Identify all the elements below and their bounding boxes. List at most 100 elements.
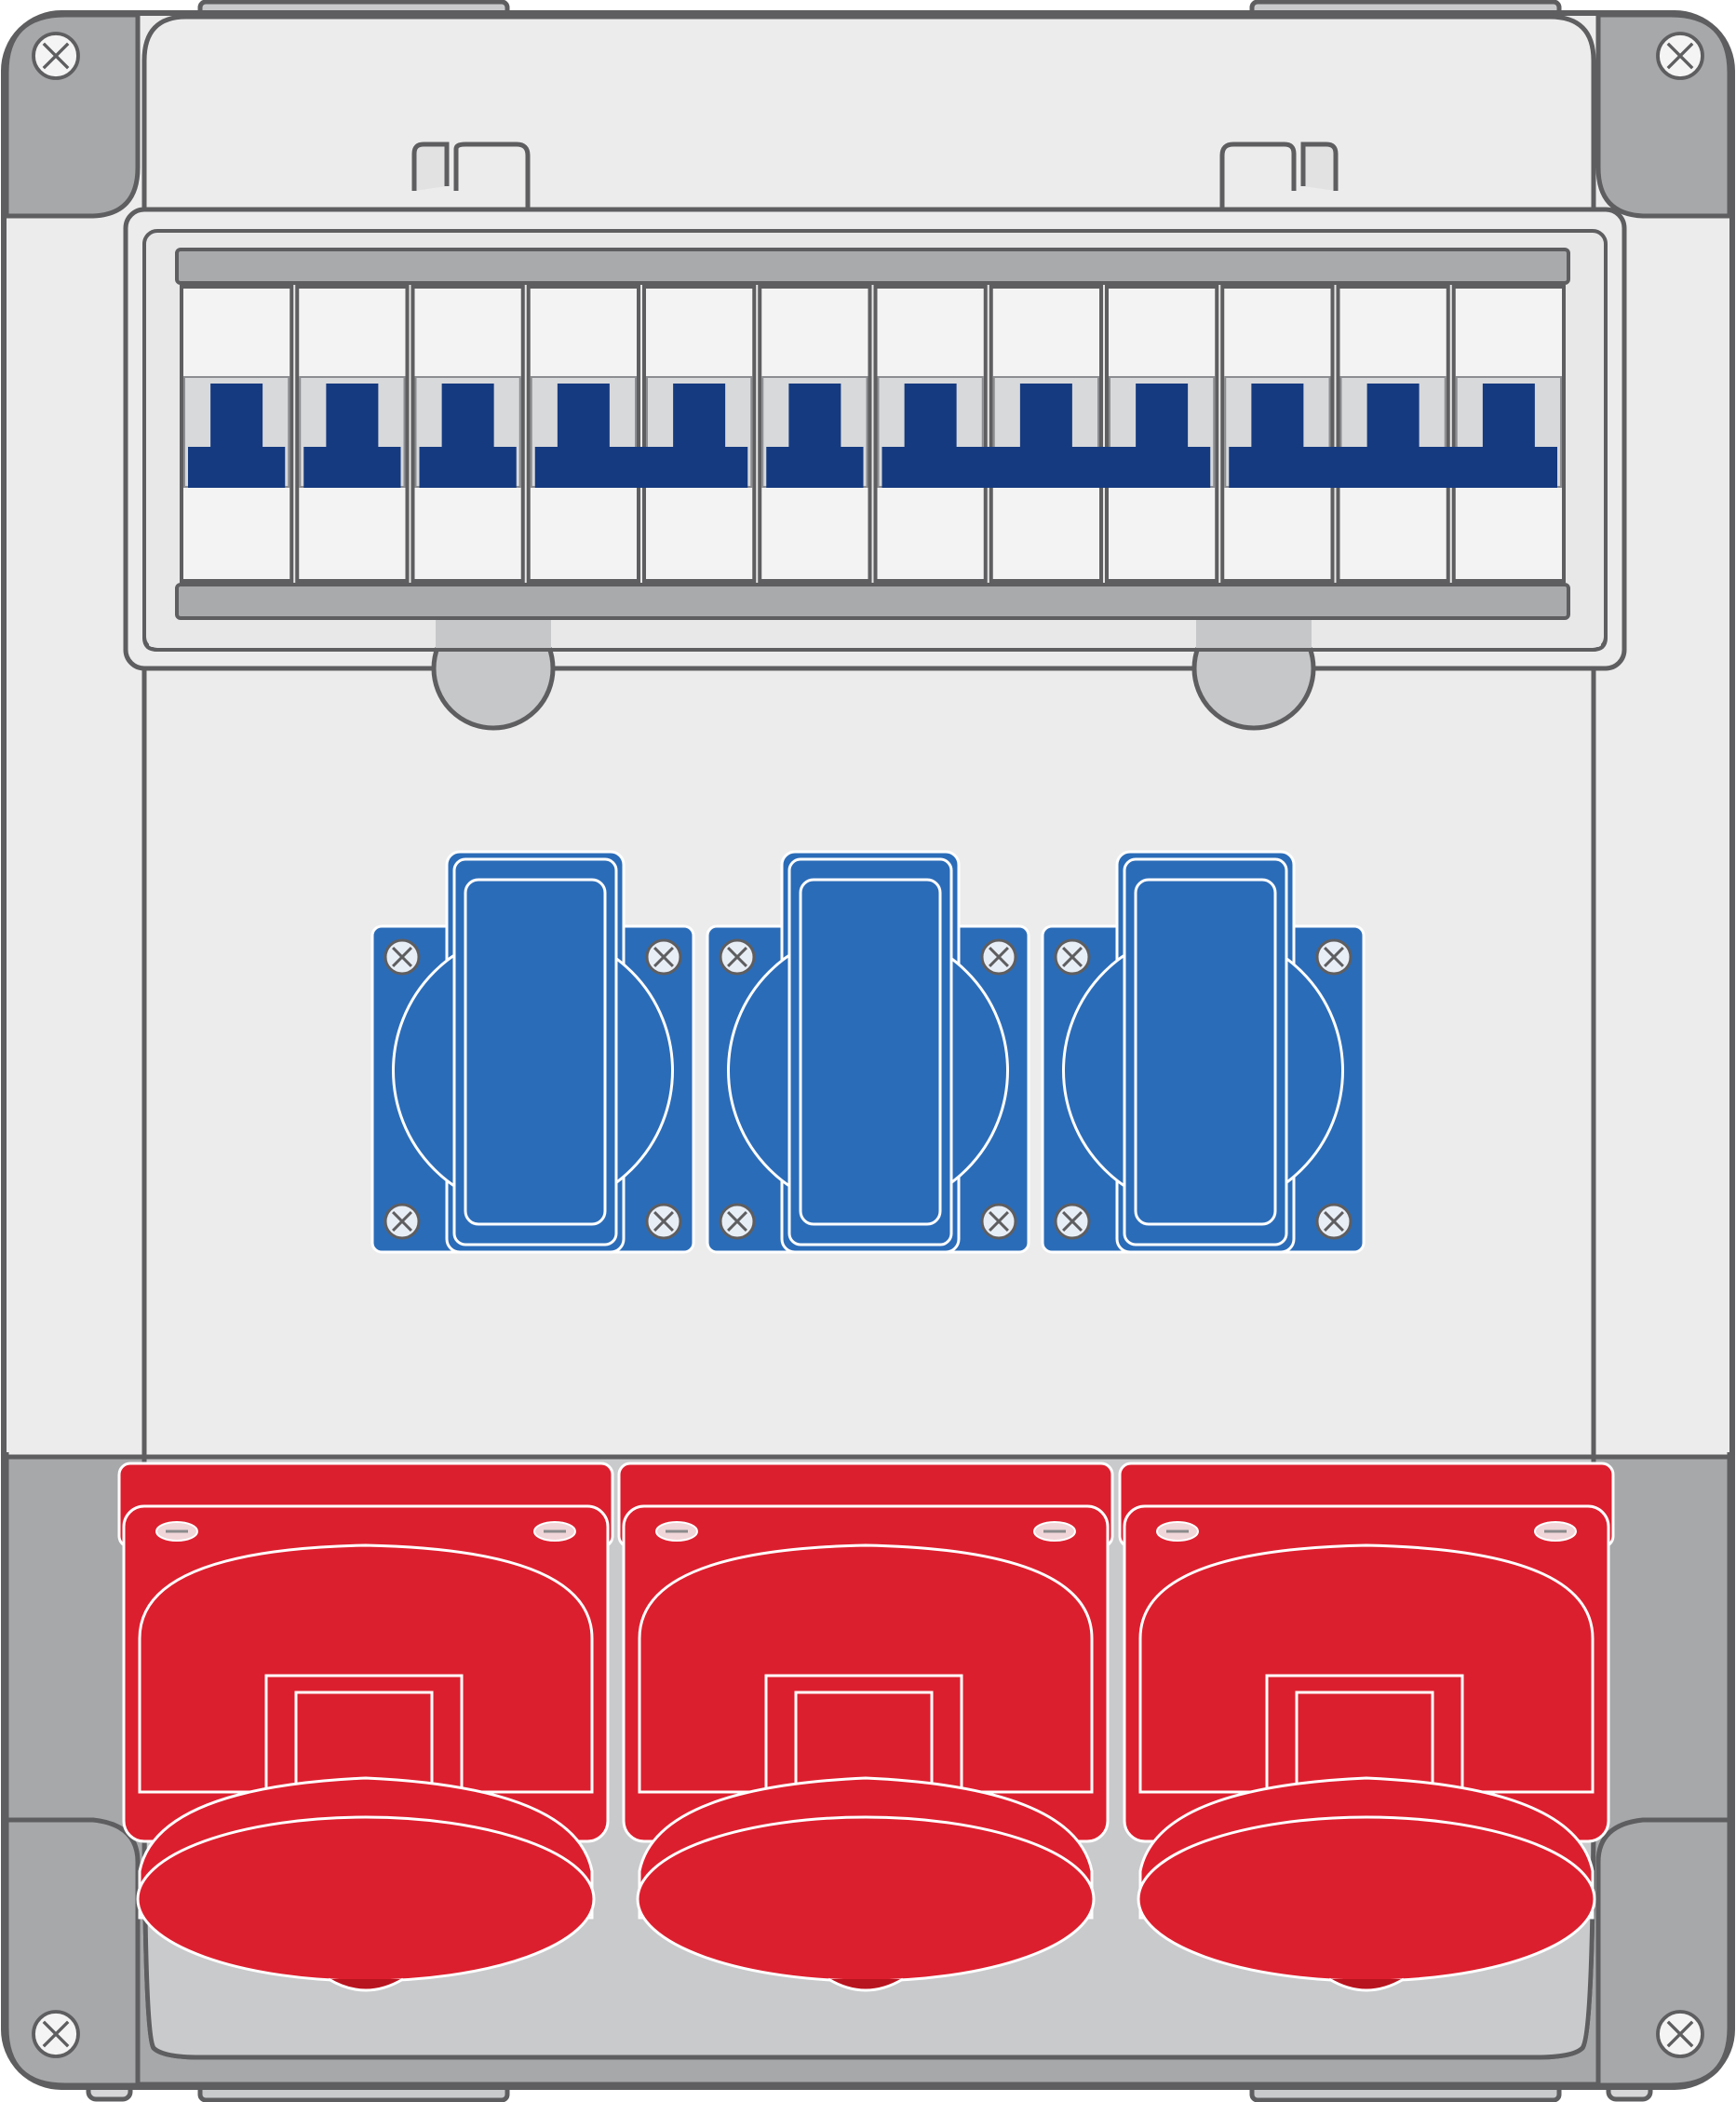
schuko-row (370, 850, 1366, 1254)
breaker-pole-1 (180, 285, 294, 583)
schuko-screw-4 (645, 1203, 682, 1240)
schuko-lid-inner (464, 878, 607, 1226)
schuko-screw-2 (980, 938, 1017, 976)
cee-housing (1138, 1543, 1595, 1794)
schuko-socket-3[interactable] (1041, 850, 1366, 1254)
cee-screw-1 (155, 1521, 198, 1542)
window-tab-left-latch (453, 141, 531, 209)
schuko-screw-1 (719, 938, 756, 976)
corner-screw-4 (1656, 2010, 1704, 2058)
schuko-lid-inner (799, 878, 942, 1226)
window-tab-left (411, 141, 450, 191)
breaker-pole-toggle[interactable] (1136, 384, 1189, 456)
breaker-pole-toggle[interactable] (1366, 384, 1420, 456)
schuko-screw-4-slot-b (1324, 1211, 1344, 1232)
breaker-row (180, 285, 1566, 583)
schuko-screw-3-slot-b (727, 1211, 747, 1232)
breaker-pole-2 (295, 285, 410, 583)
breaker-pole-11 (1336, 285, 1450, 583)
breaker-handle-4[interactable] (534, 447, 748, 488)
window-inner-frame-bottom (142, 605, 1608, 652)
breaker-handle-7[interactable] (1229, 447, 1557, 488)
cee-lid-tab (1328, 1977, 1405, 1992)
schuko-screw-3-slot-b (392, 1211, 412, 1232)
window-tab-right (1300, 141, 1339, 191)
schuko-screw-2-slot-b (653, 947, 674, 967)
schuko-screw-1 (1054, 938, 1091, 976)
cee-latch-frame (1265, 1674, 1464, 1862)
cee-socket-3[interactable] (1118, 1462, 1615, 1992)
breaker-handle-1[interactable] (188, 447, 286, 488)
breaker-pole-6 (758, 285, 872, 583)
schuko-screw-3-slot-b (1062, 1211, 1083, 1232)
corner-screw-2-slot-b (1666, 42, 1694, 70)
breaker-pole-toggle[interactable] (1482, 384, 1535, 456)
breaker-pole-12 (1451, 285, 1566, 583)
breaker-pole-toggle[interactable] (788, 384, 841, 456)
cee-screw-2 (1534, 1521, 1577, 1542)
cee-row (117, 1462, 1615, 1992)
cee-screw-2 (533, 1521, 576, 1542)
cee-socket-1[interactable] (117, 1462, 614, 1992)
breaker-handle-3[interactable] (419, 447, 517, 488)
breaker-pole-toggle[interactable] (1251, 384, 1304, 456)
cee-screw-1 (1156, 1521, 1199, 1542)
breaker-pole-8 (989, 285, 1103, 583)
schuko-screw-2 (645, 938, 682, 976)
breaker-pole-toggle[interactable] (210, 384, 263, 456)
corner-screw-4-slot-b (1666, 2020, 1694, 2048)
schuko-screw-3 (384, 1203, 421, 1240)
cee-lid[interactable] (1137, 1815, 1596, 1983)
schuko-screw-4-slot-b (989, 1211, 1009, 1232)
breaker-pole-toggle[interactable] (441, 384, 494, 456)
corner-screw-3-slot-b (42, 2020, 70, 2048)
housing-corner-3 (4, 1452, 141, 2088)
breaker-pole-toggle[interactable] (904, 384, 957, 456)
cee-housing (638, 1543, 1094, 1794)
cee-lid-tab (328, 1977, 404, 1992)
corner-screw-1-slot-b (42, 42, 70, 70)
breaker-pole-3 (410, 285, 525, 583)
breaker-pole-7 (873, 285, 988, 583)
schuko-screw-3 (719, 1203, 756, 1240)
cee-lid[interactable] (136, 1815, 596, 1983)
breaker-handle-5[interactable] (766, 447, 864, 488)
window-tab-right-latch (1219, 141, 1297, 209)
schuko-screw-3 (1054, 1203, 1091, 1240)
cee-lid-tab (828, 1977, 904, 1992)
breaker-pole-toggle[interactable] (326, 384, 379, 456)
schuko-screw-4 (1315, 1203, 1352, 1240)
schuko-screw-2-slot-b (989, 947, 1009, 967)
corner-screws (32, 32, 1704, 2058)
corner-screw-2 (1656, 32, 1704, 80)
corner-screw-1 (32, 32, 80, 80)
cee-latch-frame (264, 1674, 464, 1862)
schuko-socket-1[interactable] (370, 850, 695, 1254)
din-rail-top (175, 248, 1570, 285)
schuko-screw-2 (1315, 938, 1352, 976)
cee-lid[interactable] (636, 1815, 1096, 1983)
breaker-pole-toggle[interactable] (1019, 384, 1072, 456)
breaker-window (123, 141, 1627, 731)
cee-screw-2 (1033, 1521, 1076, 1542)
cee-housing (138, 1543, 594, 1794)
cee-socket-2[interactable] (617, 1462, 1114, 1992)
cee-screw-1 (655, 1521, 698, 1542)
breaker-handle-6[interactable] (881, 447, 1211, 488)
schuko-lid-inner (1134, 878, 1277, 1226)
schuko-screw-4 (980, 1203, 1017, 1240)
corner-screw-3 (32, 2010, 80, 2058)
breaker-pole-4 (526, 285, 640, 583)
breaker-pole-9 (1105, 285, 1219, 583)
breaker-pole-10 (1220, 285, 1335, 583)
schuko-screw-1-slot-b (727, 947, 747, 967)
schuko-screw-1-slot-b (1062, 947, 1083, 967)
din-rail-bottom (175, 583, 1570, 620)
breaker-pole-toggle[interactable] (673, 384, 726, 456)
breaker-pole-toggle[interactable] (557, 384, 610, 456)
breaker-handle-2[interactable] (303, 447, 401, 488)
schuko-socket-2[interactable] (706, 850, 1030, 1254)
cee-latch-frame (764, 1674, 963, 1862)
